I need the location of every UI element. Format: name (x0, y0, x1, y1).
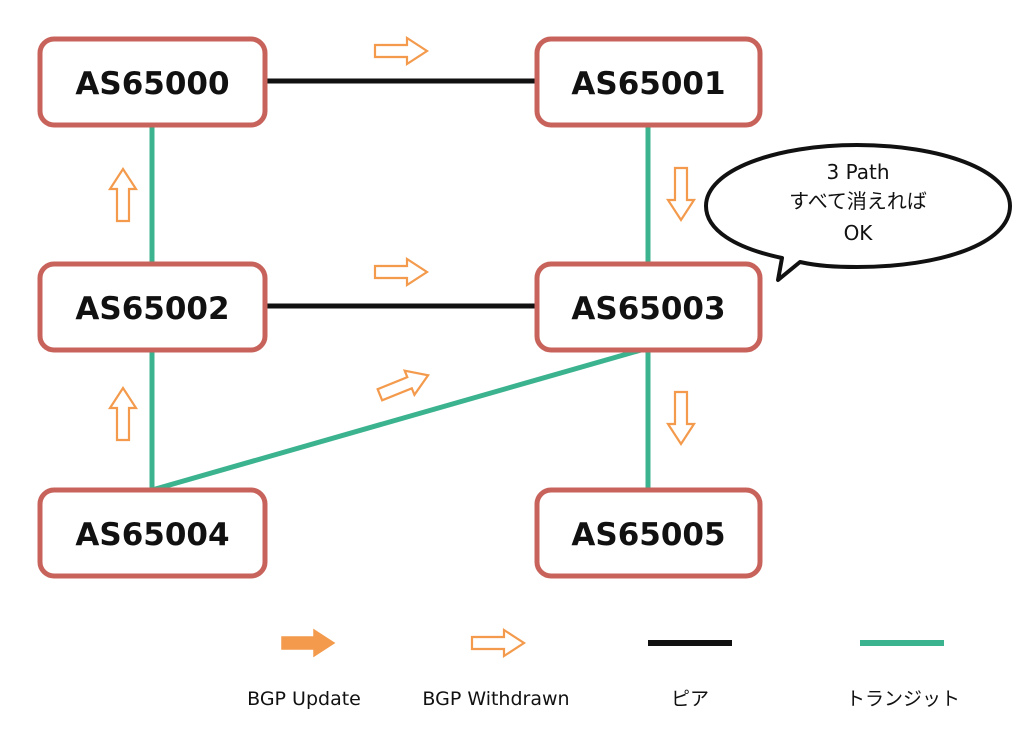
node-as65005: AS65005 (534, 487, 763, 579)
bgp-update-arrow-icon (281, 628, 336, 658)
callout-line-2: すべて消えれば (789, 189, 927, 213)
node-label-as65000: AS65000 (75, 66, 229, 102)
withdrawn-arrow-up-icon (107, 385, 139, 442)
node-as65001: AS65001 (534, 36, 763, 128)
node-as65000: AS65000 (37, 36, 268, 128)
withdrawn-arrows (107, 35, 697, 447)
legend-label-transit: トランジット (846, 688, 960, 710)
node-as65003: AS65003 (534, 261, 763, 353)
legend-label-update: BGP Update (247, 688, 361, 710)
withdrawn-arrow-down-icon (665, 390, 697, 447)
node-label-as65005: AS65005 (571, 517, 725, 553)
legend-label-withdrawn: BGP Withdrawn (422, 688, 569, 710)
callout-line-3: OK (844, 221, 874, 245)
node-label-as65001: AS65001 (571, 66, 725, 102)
withdrawn-arrow-down-icon (665, 166, 697, 223)
withdrawn-arrow-right-icon (373, 35, 430, 67)
legend-label-peer: ピア (671, 688, 709, 710)
legend: BGP Update BGP Withdrawn ピア トランジット (247, 627, 960, 710)
withdrawn-arrow-up-icon (107, 166, 139, 223)
node-label-as65004: AS65004 (75, 517, 229, 553)
bgp-withdrawn-arrow-icon (470, 627, 527, 659)
withdrawn-arrow-diagonal-icon (376, 369, 430, 402)
transit-link-65003-65004 (151, 345, 649, 493)
withdrawn-arrow-right-icon (373, 256, 430, 288)
node-label-as65002: AS65002 (75, 291, 229, 327)
links (149, 78, 651, 493)
node-label-as65003: AS65003 (571, 291, 725, 327)
callout-line-1: 3 Path (826, 160, 889, 184)
node-as65002: AS65002 (37, 261, 268, 353)
node-as65004: AS65004 (37, 487, 268, 579)
callout-bubble: 3 Path すべて消えれば OK (704, 143, 1012, 282)
